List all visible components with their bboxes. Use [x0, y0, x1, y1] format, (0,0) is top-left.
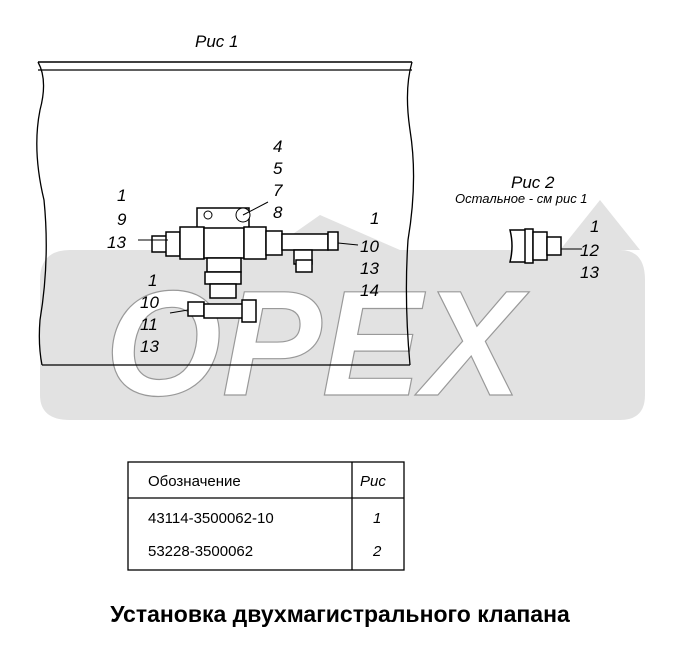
table-header-designation: Обозначение [148, 473, 241, 490]
drawing-title: Установка двухмагистрального клапана [110, 601, 570, 627]
table-header-fig: Рис [360, 473, 386, 490]
table-cell-fig: 2 [372, 543, 382, 560]
callout: 13 [140, 337, 159, 356]
fig1-frame [36, 61, 415, 366]
fig2-fitting [509, 228, 582, 264]
valve-assembly [138, 201, 359, 323]
callout: 1 [370, 209, 379, 228]
callout: 4 [273, 137, 282, 156]
table-cell-designation: 43114-3500062-10 [148, 510, 274, 527]
fig2-note: Остальное - см рис 1 [455, 191, 588, 206]
watermark-text: OPEX [105, 259, 530, 427]
callout: 1 [148, 271, 157, 290]
callout: 9 [117, 210, 127, 229]
callout: 7 [273, 181, 283, 200]
callout: 8 [273, 203, 283, 222]
callout: 10 [360, 237, 379, 256]
table-cell-fig: 1 [373, 510, 381, 527]
callout: 13 [580, 263, 599, 282]
watermark: OPEX [40, 200, 645, 428]
callout: 12 [580, 241, 599, 260]
designation-table: Обозначение Рис 43114-3500062-10 1 53228… [127, 461, 405, 571]
callout: 1 [117, 186, 126, 205]
callout: 13 [107, 233, 126, 252]
callout: 11 [140, 315, 158, 334]
fig2-caption: Рис 2 [511, 173, 555, 192]
callout: 5 [273, 159, 283, 178]
callout: 13 [360, 259, 379, 278]
fig1-caption: Рис 1 [195, 32, 238, 51]
callout: 1 [590, 217, 599, 236]
callout: 14 [360, 281, 379, 300]
table-cell-designation: 53228-3500062 [148, 543, 253, 560]
callout: 10 [140, 293, 159, 312]
